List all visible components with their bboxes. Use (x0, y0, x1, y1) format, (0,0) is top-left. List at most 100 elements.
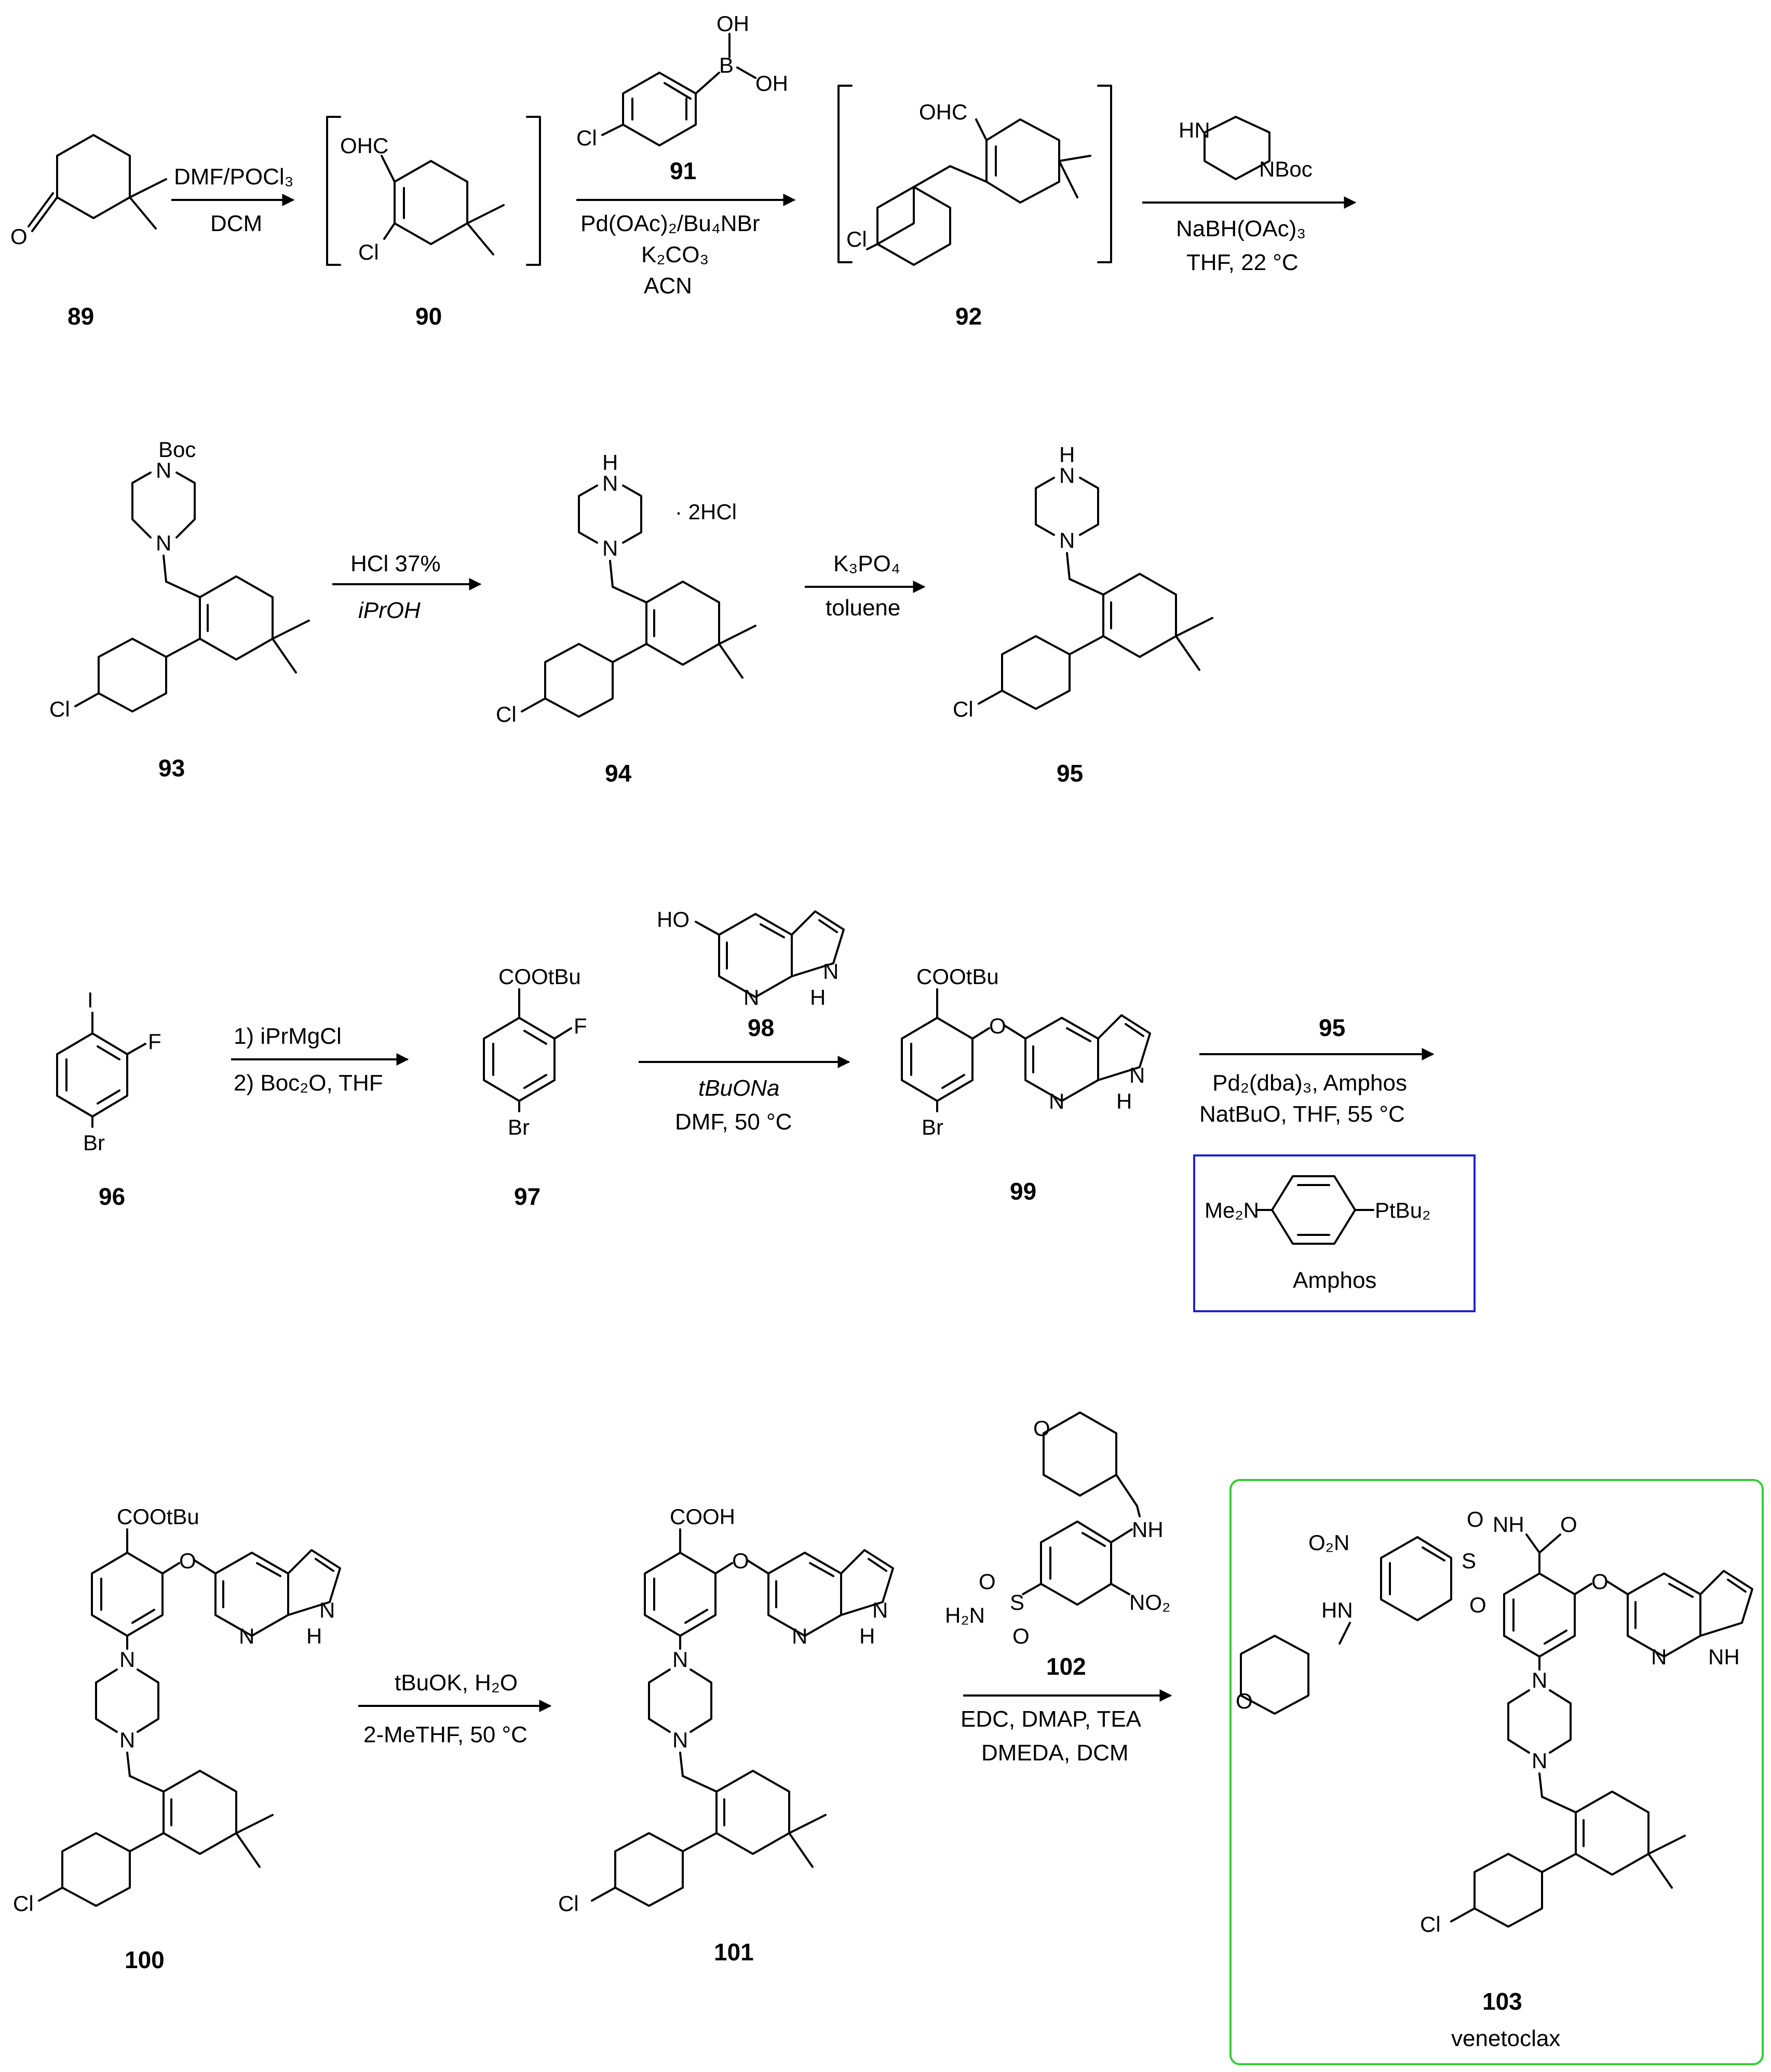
atom-label: NBoc (1259, 157, 1313, 181)
atom-label: O₂N (1308, 1530, 1349, 1555)
atom-label: N (602, 471, 618, 495)
atom-label: OHC (340, 133, 388, 158)
compound-label-102: 102 (1046, 1653, 1086, 1680)
atom-label: N (119, 1728, 135, 1752)
atom-label: N (602, 536, 618, 560)
atom-label: O (732, 1549, 749, 1573)
atom-label: COOH (670, 1504, 735, 1529)
condition-r2-line3: ACN (644, 273, 692, 299)
atom-label: S (1010, 1590, 1024, 1614)
condition-r6-top: 1) iPrMgCl (234, 1024, 342, 1049)
atom-label: Cl (496, 702, 517, 726)
atom-label: N (672, 1728, 688, 1752)
structure-99: COOtBu O Br N N H (901, 964, 1151, 1139)
atom-label: N (319, 1598, 335, 1622)
atom-label: OH (755, 71, 788, 96)
condition-r7-line2: DMF, 50 °C (675, 1109, 792, 1135)
atom-label: Br (508, 1115, 530, 1139)
atom-label: F (148, 1029, 161, 1054)
atom-label: NH (1708, 1645, 1740, 1669)
atom-label: N (792, 1624, 807, 1648)
condition-r10-line2: DMEDA, DCM (981, 1740, 1129, 1766)
atom-label: O (1469, 1593, 1486, 1617)
atom-label: H (1059, 442, 1075, 467)
compound-label-100: 100 (125, 1946, 165, 1973)
compound-label-97: 97 (514, 1183, 540, 1210)
atom-label: O (1012, 1624, 1030, 1648)
condition-r8-line2: NatBuO, THF, 55 °C (1199, 1101, 1405, 1127)
atom-label: O (1467, 1507, 1484, 1531)
atom-label: O (1033, 1416, 1050, 1441)
compound-label-101: 101 (714, 1939, 754, 1966)
atom-label: NH (1132, 1517, 1164, 1542)
condition-r9-top: tBuOK, H₂O (395, 1670, 518, 1696)
condition-r4-bottom: iPrOH (358, 598, 421, 623)
atom-label: HN (1179, 118, 1210, 142)
atom-label: H (306, 1624, 322, 1648)
atom-label: N (823, 959, 839, 984)
compound-label-99: 99 (1010, 1178, 1036, 1205)
condition-r8-line1: Pd₂(dba)₃, Amphos (1212, 1070, 1407, 1096)
amphos-box: Me₂N PtBu₂ Amphos (1193, 1154, 1476, 1312)
atom-label: NO₂ (1129, 1590, 1170, 1614)
compound-label-94: 94 (605, 760, 632, 787)
atom-label: N (1532, 1668, 1547, 1692)
condition-r2-line1: Pd(OAc)₂/Bu₄NBr (580, 211, 760, 236)
compound-label-96: 96 (99, 1183, 125, 1210)
atom-label: N (743, 985, 759, 1010)
structure-91: B OH OH Cl (576, 11, 788, 150)
condition-r5-top: K₃PO₄ (833, 551, 900, 576)
atom-label: B (719, 53, 734, 77)
structure-89: O (10, 134, 167, 249)
structure-boc-piperazine: HN NBoc (1179, 116, 1313, 181)
atom-label: Cl (13, 1891, 34, 1916)
atom-label: O (979, 1569, 996, 1594)
structure-102: O NH NO₂ S O O H₂N (945, 1411, 1170, 1648)
atom-label: F (574, 1014, 587, 1038)
atom-label: O (989, 1014, 1006, 1038)
structure-96: I F Br (56, 988, 161, 1155)
compound-label-98: 98 (748, 1014, 774, 1041)
atom-label: N (672, 1647, 688, 1672)
atom-label: H (859, 1624, 875, 1648)
condition-r10-line1: EDC, DMAP, TEA (961, 1706, 1142, 1732)
atom-label: COOtBu (498, 964, 581, 989)
compound-label-95: 95 (1057, 760, 1083, 787)
atom-label: N (156, 531, 171, 555)
atom-label: Cl (576, 126, 597, 150)
salt-label: · 2HCl (675, 500, 737, 524)
atom-label: H (602, 450, 618, 475)
structure-94: H N N · 2HCl Cl (496, 450, 756, 726)
atom-label: H₂N (945, 1603, 985, 1627)
structure-93: Boc N N Cl (49, 437, 310, 721)
compound-label-89: 89 (67, 303, 94, 330)
condition-r1-bottom: DCM (210, 211, 262, 236)
atom-label: O (1591, 1569, 1608, 1594)
atom-label: HO (657, 907, 690, 932)
condition-r3-line1: NaBH(OAc)₃ (1176, 216, 1306, 241)
structure-103: O S O NH O O₂N HN O O N NH N N (1236, 1507, 1753, 1936)
structure-90: OHC Cl (326, 116, 541, 266)
condition-r3-line2: THF, 22 °C (1186, 250, 1299, 275)
atom-label: Cl (49, 697, 70, 721)
atom-label: COOtBu (117, 1504, 199, 1529)
atom-label: N (1532, 1748, 1547, 1773)
condition-r5-bottom: toluene (826, 595, 900, 621)
atom-label: Cl (953, 697, 974, 721)
atom-label: N (1129, 1063, 1145, 1087)
condition-r6-bottom: 2) Boc₂O, THF (234, 1070, 383, 1096)
atom-label: COOtBu (916, 964, 999, 989)
atom-label: N (1059, 463, 1075, 488)
condition-r2-line2: K₂CO₃ (641, 242, 709, 267)
atom-label: O (1236, 1689, 1253, 1713)
compound-label-95-reagent: 95 (1319, 1014, 1345, 1041)
atom-label: H (810, 985, 826, 1010)
atom-label: N (239, 1624, 254, 1648)
compound-label-93: 93 (158, 755, 185, 782)
condition-r4-top: HCl 37% (350, 551, 441, 576)
amphos-label: Amphos (1293, 1268, 1376, 1293)
atom-label: Cl (558, 1891, 579, 1916)
atom-label: O (179, 1549, 196, 1573)
atom-label: N (119, 1647, 135, 1672)
